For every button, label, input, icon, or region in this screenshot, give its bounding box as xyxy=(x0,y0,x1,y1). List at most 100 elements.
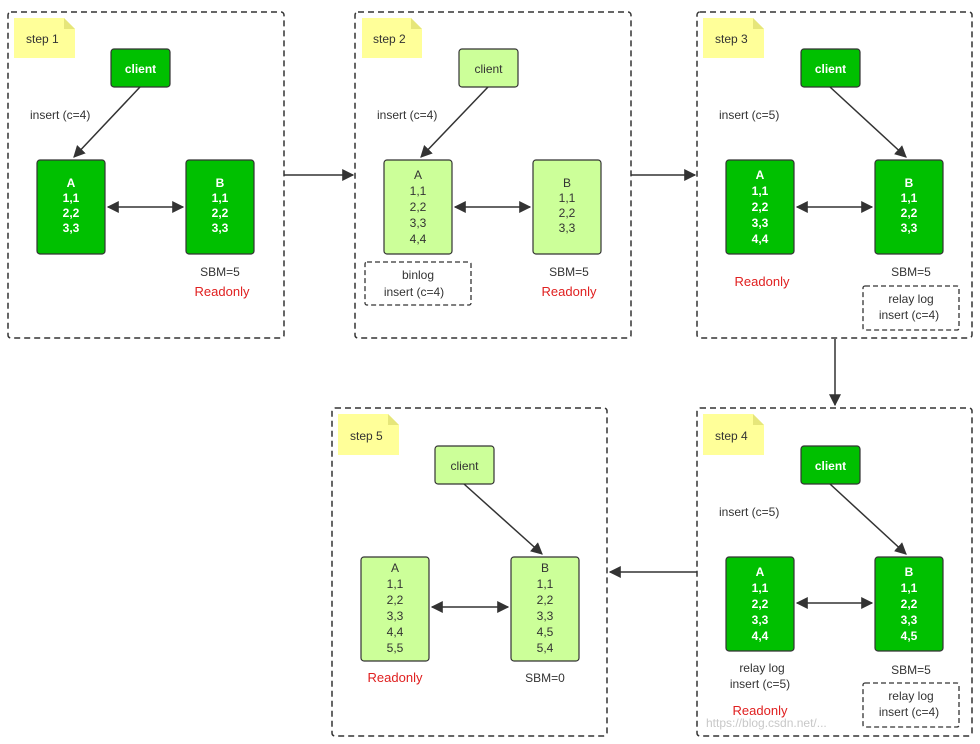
step-2-panel: step 2 client insert (c=4) A 1,1 2,2 3,3… xyxy=(354,11,632,339)
step-4-insert-label: insert (c=5) xyxy=(719,505,779,519)
step-1-node-a xyxy=(36,159,106,255)
step-5-client-arrow xyxy=(463,483,543,555)
step-5-label: step 5 xyxy=(350,429,383,443)
step-3-node-a-row: 1,1 xyxy=(752,184,769,198)
step-3-node-a xyxy=(725,159,795,255)
step-3-node-b-row: 3,3 xyxy=(901,221,918,235)
step-5-frame xyxy=(331,407,608,737)
step-2-node-a-row: 2,2 xyxy=(410,200,427,214)
step-4-relay-text-title: relay log xyxy=(739,661,784,675)
step-3-client-arrow xyxy=(829,86,907,158)
step-2-node-a-row: 4,4 xyxy=(410,232,427,246)
step-5-sbm: SBM=0 xyxy=(525,671,565,685)
step-4-readonly: Readonly xyxy=(733,703,788,718)
step-1-sbm: SBM=5 xyxy=(200,265,240,279)
step-2-insert-label: insert (c=4) xyxy=(377,108,437,122)
step-4-note xyxy=(703,414,764,455)
step-1-client xyxy=(110,48,171,88)
step-3-node-b-row: 1,1 xyxy=(901,191,918,205)
step-2-client xyxy=(458,48,519,88)
step-5-node-a-row: 3,3 xyxy=(387,609,404,623)
step-5-node-a-row: 2,2 xyxy=(387,593,404,607)
step-2-node-a-row: 3,3 xyxy=(410,216,427,230)
step-5-node-b-name: B xyxy=(541,561,549,575)
step-4-node-a-row: 2,2 xyxy=(752,597,769,611)
step-4-sbm: SBM=5 xyxy=(891,663,931,677)
step-4-client-label: client xyxy=(815,459,846,473)
step-5-node-b-row: 5,4 xyxy=(537,641,554,655)
step-2-node-a xyxy=(383,159,453,255)
step-2-client-label: client xyxy=(474,62,503,76)
step-4-node-b-row: 4,5 xyxy=(901,629,918,643)
step-5-note xyxy=(338,414,399,455)
watermark: https://blog.csdn.net/... xyxy=(706,716,827,730)
step-4-client-arrow xyxy=(829,483,907,555)
step-3-node-b-row: 2,2 xyxy=(901,206,918,220)
step-4-node-a xyxy=(725,556,795,652)
step-3-node-a-row: 3,3 xyxy=(752,216,769,230)
step-3-node-a-name: A xyxy=(756,168,765,182)
step-2-readonly: Readonly xyxy=(542,284,597,299)
step-2-sbm: SBM=5 xyxy=(549,265,589,279)
step-4-node-b xyxy=(874,556,944,652)
step-3-insert-label: insert (c=5) xyxy=(719,108,779,122)
step-4-node-b-name: B xyxy=(905,565,914,579)
step-2-node-b-row: 1,1 xyxy=(559,191,576,205)
step-4-node-a-row: 1,1 xyxy=(752,581,769,595)
step-3-node-a-row: 2,2 xyxy=(752,200,769,214)
step-5-node-b xyxy=(510,556,580,662)
step-2-node-b-row: 2,2 xyxy=(559,206,576,220)
step-1-node-b-row: 3,3 xyxy=(212,221,229,235)
step-1-client-label: client xyxy=(125,62,156,76)
step-3-note xyxy=(703,18,764,58)
step-4-node-b-row: 2,2 xyxy=(901,597,918,611)
step-4-node-a-row: 4,4 xyxy=(752,629,769,643)
step-5-node-b-row: 2,2 xyxy=(537,593,554,607)
step-1-node-a-row: 3,3 xyxy=(63,221,80,235)
step-2-node-b-name: B xyxy=(563,176,571,190)
step-5-node-a-row: 4,4 xyxy=(387,625,404,639)
step-2-note xyxy=(362,18,422,58)
step-5-node-a-name: A xyxy=(391,561,399,575)
step-3-frame xyxy=(696,11,973,339)
step-3-node-a-row: 4,4 xyxy=(752,232,769,246)
step-2-node-a-name: A xyxy=(414,168,422,182)
step-3-label: step 3 xyxy=(715,32,748,46)
step-1-note xyxy=(14,18,75,58)
step-2-client-arrow xyxy=(420,86,489,158)
step-1-node-b-row: 2,2 xyxy=(212,206,229,220)
step-2-binlog-title: binlog xyxy=(402,268,434,282)
step-5-node-b-row: 1,1 xyxy=(537,577,554,591)
step-1-node-a-name: A xyxy=(67,176,76,190)
step-3-relaylog-entry: insert (c=4) xyxy=(879,308,939,322)
step-3-relaylog-box xyxy=(862,285,960,331)
step-4-node-b-row: 1,1 xyxy=(901,581,918,595)
step-5-node-b-row: 4,5 xyxy=(537,625,554,639)
step-4-node-a-name: A xyxy=(756,565,765,579)
step-1-panel: step 1 client insert (c=4) A 1,1 2,2 3,3… xyxy=(7,11,285,339)
step-2-label: step 2 xyxy=(373,32,406,46)
step-3-readonly: Readonly xyxy=(735,274,790,289)
step-4-relaylog-box xyxy=(862,682,960,728)
step-4-node-a-row: 3,3 xyxy=(752,613,769,627)
step-5-node-a-row: 1,1 xyxy=(387,577,404,591)
step-3-panel: step 3 client insert (c=5) A 1,1 2,2 3,3… xyxy=(696,11,973,339)
step-5-node-a-row: 5,5 xyxy=(387,641,404,655)
step-4-panel: step 4 client insert (c=5) A 1,1 2,2 3,3… xyxy=(696,407,973,737)
step-3-relaylog-title: relay log xyxy=(888,292,933,306)
step-5-node-a xyxy=(360,556,430,662)
step-1-client-arrow xyxy=(73,86,141,158)
step-1-insert-label: insert (c=4) xyxy=(30,108,90,122)
step-1-node-a-row: 1,1 xyxy=(63,191,80,205)
step-2-binlog-box xyxy=(364,261,472,306)
step-4-label: step 4 xyxy=(715,429,748,443)
step-3-node-b xyxy=(874,159,944,255)
step-2-node-a-row: 1,1 xyxy=(410,184,427,198)
step-1-node-b-row: 1,1 xyxy=(212,191,229,205)
step-3-node-b-name: B xyxy=(905,176,914,190)
step-2-binlog-entry: insert (c=4) xyxy=(384,285,444,299)
step-1-label: step 1 xyxy=(26,32,59,46)
step-2-node-b-row: 3,3 xyxy=(559,221,576,235)
step-3-client-label: client xyxy=(815,62,846,76)
